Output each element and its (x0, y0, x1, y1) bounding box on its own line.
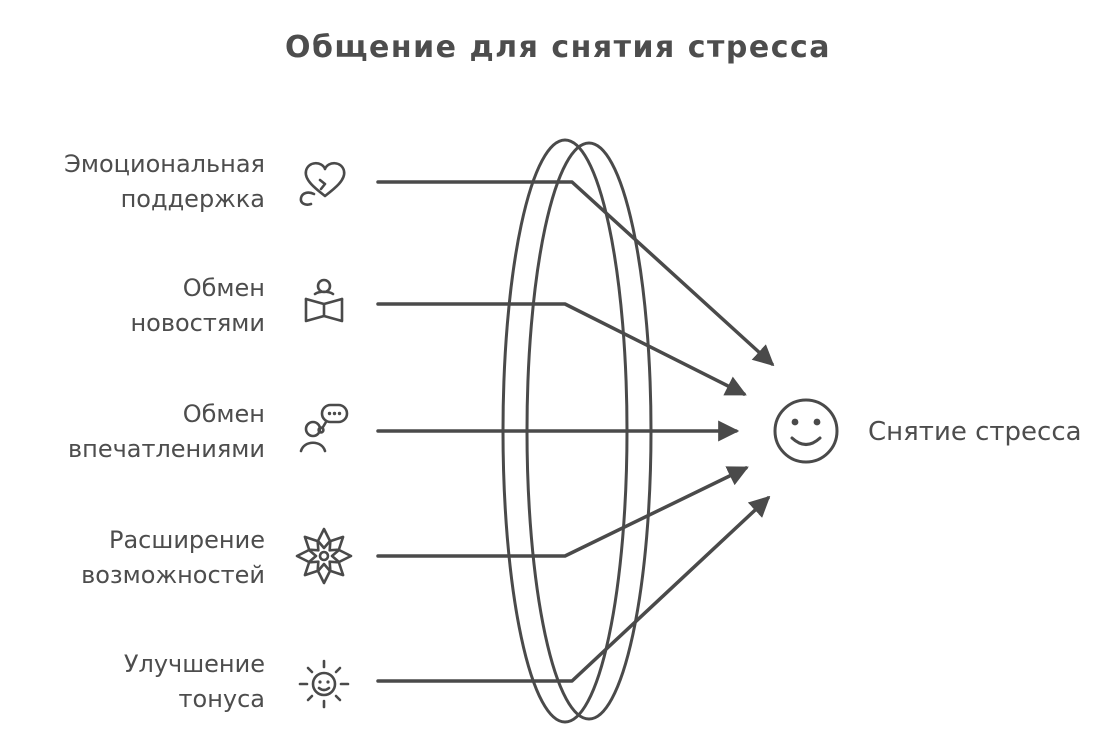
item-label-3-line2: впечатлениями (67, 435, 265, 463)
item-label-2-line1: Обмен (182, 274, 265, 302)
item-label-1-line2: поддержка (120, 185, 265, 213)
item-label-5-line2: тонуса (178, 685, 265, 713)
item-label-4: Расширение возможностей (15, 523, 265, 593)
item-label-5-line1: Улучшение (123, 650, 265, 678)
item-label-4-line1: Расширение (109, 526, 265, 554)
connector-line-2 (376, 302, 747, 396)
diagram-title: Общение для снятия стресса (284, 30, 832, 65)
item-label-1-line1: Эмоциональная (64, 150, 265, 178)
item-label-3: Обмен впечатлениями (15, 397, 265, 467)
connector-lines (376, 180, 775, 683)
connector-line-1 (376, 180, 775, 367)
item-label-2: Обмен новостями (15, 271, 265, 341)
sun-smiley-icon (292, 648, 356, 712)
heart-in-hand-icon (292, 150, 356, 214)
ornament-star-icon (292, 524, 356, 588)
result-label: Снятие стресса (868, 417, 1082, 447)
item-label-2-line2: новостями (130, 309, 265, 337)
connector-line-5 (376, 495, 771, 683)
smiley-face-icon (773, 398, 839, 464)
person-reading-icon (292, 272, 356, 336)
person-chat-icon (292, 398, 356, 462)
item-label-1: Эмоциональная поддержка (15, 147, 265, 217)
item-label-4-line2: возможностей (81, 561, 265, 589)
connector-line-4 (376, 466, 749, 558)
item-label-5: Улучшение тонуса (15, 647, 265, 717)
item-label-3-line1: Обмен (182, 400, 265, 428)
